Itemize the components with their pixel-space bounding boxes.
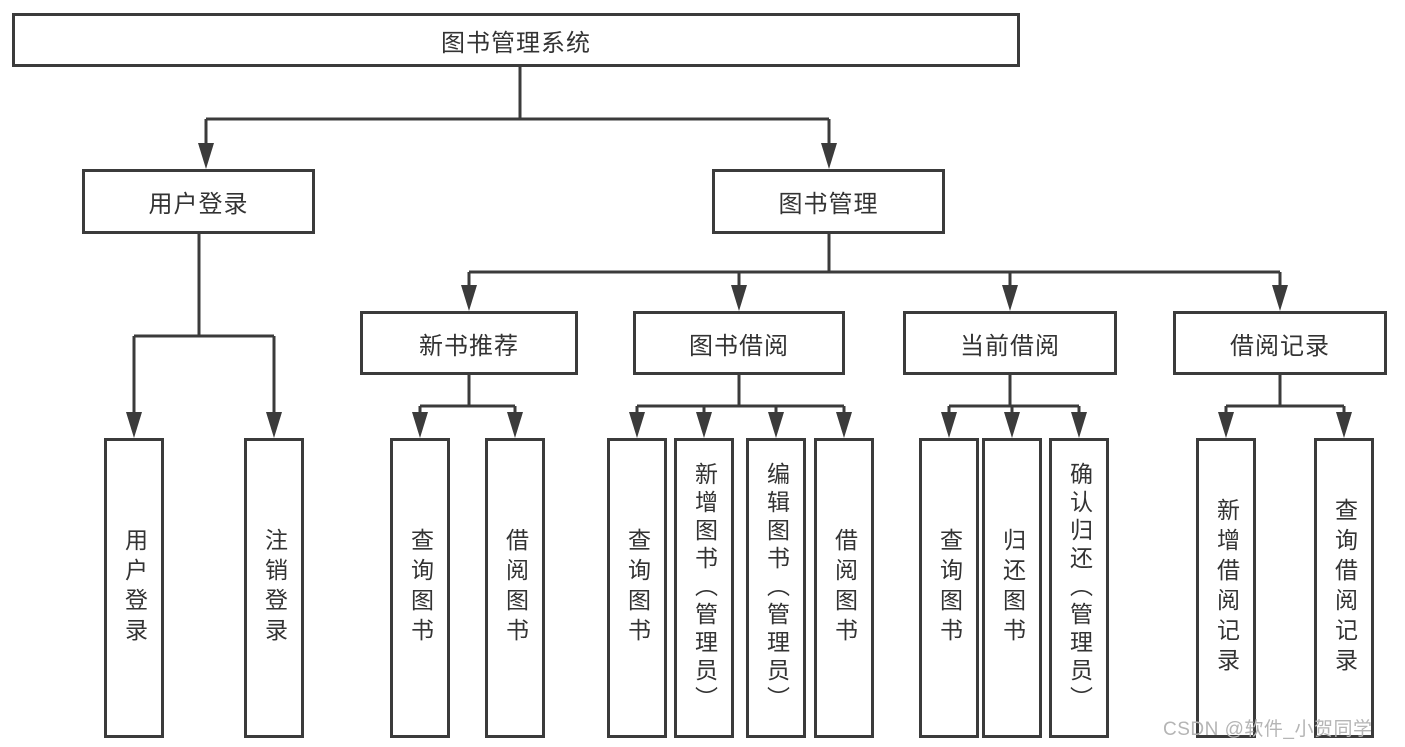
node-book-borrow-label: 图书借阅: [689, 332, 789, 360]
leaf-query-books-borrow-label: 查询图书: [624, 528, 651, 648]
watermark: CSDN @软件_小贺同学: [1163, 719, 1373, 740]
leaf-user-login-label: 用户登录: [121, 528, 148, 648]
node-borrow-record-label: 借阅记录: [1230, 332, 1330, 360]
node-book-borrow: 图书借阅: [633, 311, 845, 375]
leaf-return-book: 归还图书: [982, 438, 1042, 738]
leaf-add-book-admin: 新增图书（管理员）: [674, 438, 734, 738]
leaf-borrow-books: 借阅图书: [814, 438, 874, 738]
node-current-borrow: 当前借阅: [903, 311, 1117, 375]
leaf-edit-book-admin-label: 编辑图书（管理员）: [763, 462, 790, 714]
node-root-label: 图书管理系统: [441, 29, 591, 57]
leaf-borrow-books-recommend-label: 借阅图书: [502, 528, 529, 648]
node-book-management: 图书管理: [712, 169, 945, 234]
node-current-borrow-label: 当前借阅: [960, 332, 1060, 360]
leaf-edit-book-admin: 编辑图书（管理员）: [746, 438, 806, 738]
leaf-query-books-borrow: 查询图书: [607, 438, 667, 738]
leaf-query-books-recommend: 查询图书: [390, 438, 450, 738]
leaf-query-books-current: 查询图书: [919, 438, 979, 738]
leaf-query-borrow-record-label: 查询借阅记录: [1331, 498, 1358, 678]
node-new-book-recommend-label: 新书推荐: [419, 332, 519, 360]
node-root-system: 图书管理系统: [12, 13, 1020, 67]
leaf-confirm-return-admin: 确认归还（管理员）: [1049, 438, 1109, 738]
leaf-logout-label: 注销登录: [261, 528, 288, 648]
node-user-login-label: 用户登录: [148, 191, 249, 218]
node-new-book-recommend: 新书推荐: [360, 311, 578, 375]
leaf-return-book-label: 归还图书: [999, 528, 1026, 648]
leaf-confirm-return-admin-label: 确认归还（管理员）: [1066, 462, 1093, 714]
leaf-query-books-current-label: 查询图书: [936, 528, 963, 648]
node-borrow-record: 借阅记录: [1173, 311, 1387, 375]
leaf-add-borrow-record-label: 新增借阅记录: [1213, 498, 1240, 678]
leaf-logout: 注销登录: [244, 438, 304, 738]
leaf-add-borrow-record: 新增借阅记录: [1196, 438, 1256, 738]
leaf-query-borrow-record: 查询借阅记录: [1314, 438, 1374, 738]
node-user-login: 用户登录: [82, 169, 315, 234]
leaf-add-book-admin-label: 新增图书（管理员）: [691, 462, 718, 714]
leaf-user-login: 用户登录: [104, 438, 164, 738]
leaf-borrow-books-recommend: 借阅图书: [485, 438, 545, 738]
node-book-management-label: 图书管理: [778, 191, 879, 218]
leaf-borrow-books-label: 借阅图书: [831, 528, 858, 648]
leaf-query-books-recommend-label: 查询图书: [407, 528, 434, 648]
